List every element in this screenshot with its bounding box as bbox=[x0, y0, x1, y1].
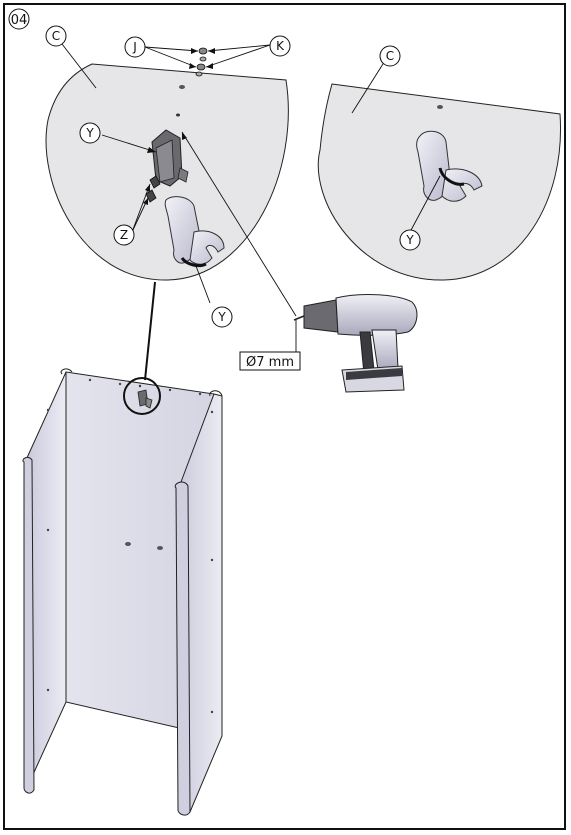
callout-z: Z bbox=[113, 224, 135, 246]
leader-lines-right bbox=[351, 55, 441, 233]
callout-c-right: C bbox=[379, 45, 401, 67]
label-y-holder-right: Y bbox=[405, 233, 414, 247]
holder-hole-2 bbox=[157, 546, 163, 550]
step-number: 04 bbox=[11, 13, 28, 28]
panel-hole bbox=[179, 85, 185, 89]
arrowheads-left bbox=[143, 48, 215, 205]
drill-hole bbox=[176, 113, 180, 117]
callout-c-left: C bbox=[45, 25, 67, 47]
panel-hole-right bbox=[437, 105, 443, 109]
callout-y-holder-right: Y bbox=[399, 229, 421, 251]
label-y-holder-left: Y bbox=[217, 310, 226, 324]
page-border bbox=[3, 3, 566, 830]
label-c-right: C bbox=[386, 49, 394, 63]
panel-screw-dots bbox=[46, 378, 214, 714]
label-k: K bbox=[276, 39, 285, 53]
step-number-badge: 04 bbox=[8, 8, 30, 30]
detail-right: C Y bbox=[317, 45, 562, 281]
label-c-left: C bbox=[52, 29, 60, 43]
callout-y-holder-left: Y bbox=[211, 306, 233, 328]
callout-y-bracket: Y bbox=[79, 122, 101, 144]
fixings-jk bbox=[195, 47, 208, 77]
drill-diameter-label: Ø7 mm bbox=[246, 355, 294, 370]
callout-k: K bbox=[269, 35, 291, 57]
shower-holder-right bbox=[416, 130, 483, 202]
label-z: Z bbox=[120, 228, 128, 242]
callout-j: J bbox=[124, 36, 146, 58]
label-j: J bbox=[132, 40, 137, 54]
right-rolled-edge bbox=[174, 481, 191, 816]
left-rolled-edge bbox=[22, 456, 35, 794]
highlight-circle bbox=[123, 377, 161, 415]
shower-enclosure bbox=[22, 368, 223, 816]
drill-illustration: Ø7 mm bbox=[239, 294, 418, 393]
detail-connector-line bbox=[144, 281, 156, 381]
dimension-label-box: Ø7 mm bbox=[239, 320, 301, 371]
screws-z bbox=[145, 175, 161, 203]
label-y-bracket: Y bbox=[85, 126, 94, 140]
shower-holder-left bbox=[164, 196, 225, 268]
holder-hole-1 bbox=[125, 542, 131, 546]
leader-lines-left bbox=[61, 43, 297, 317]
wall-bracket bbox=[151, 129, 189, 187]
detail-left: C J K Y Z Y bbox=[45, 25, 297, 328]
